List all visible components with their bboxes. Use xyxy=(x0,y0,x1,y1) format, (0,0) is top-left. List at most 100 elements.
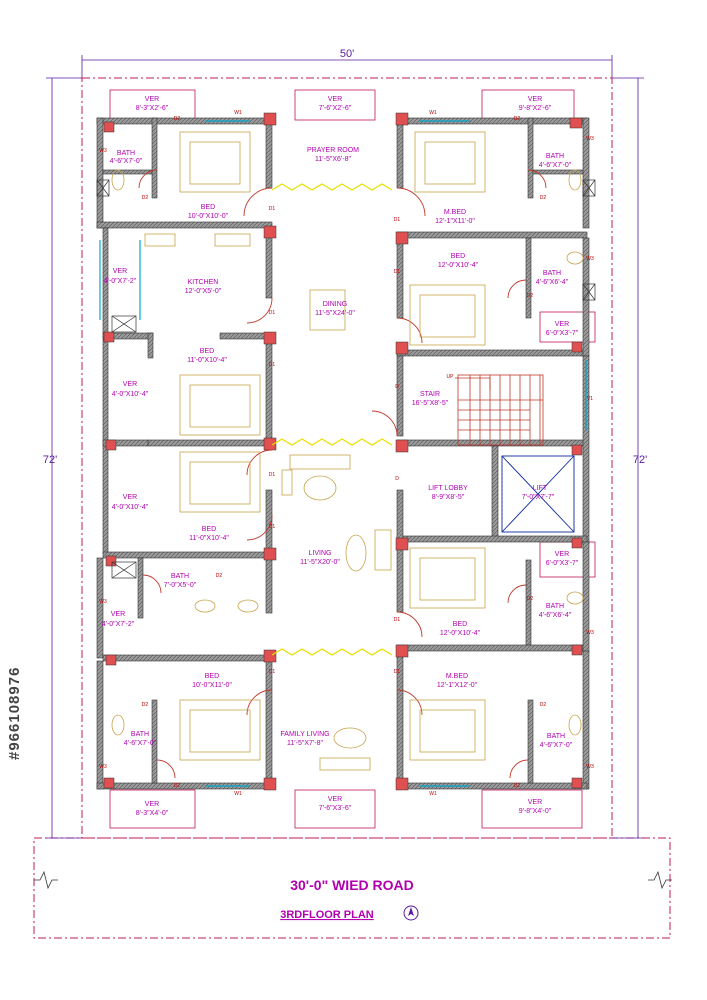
dimension-depth-left: 72' xyxy=(43,454,57,466)
kitchen-name: KITCHEN xyxy=(188,279,219,286)
ver-top-center-name: VER xyxy=(328,96,342,103)
partition-zigzags xyxy=(271,183,393,656)
columns xyxy=(103,112,583,791)
tag-d2: D2 xyxy=(174,783,181,789)
ver-left-3-name: VER xyxy=(123,494,137,501)
tag-w3: W3 xyxy=(586,630,594,636)
ver-left-1-size: 4'-0"X7'-2" xyxy=(104,278,137,285)
ver-left-4-name: VER xyxy=(111,611,125,618)
tag-w3: W3 xyxy=(586,136,594,142)
plot-boundary xyxy=(81,77,613,839)
dining-name: DINING xyxy=(323,301,348,308)
bath-right-1-size: 4'-6"X6'-4" xyxy=(536,279,569,286)
tag-d1: D1 xyxy=(394,217,401,223)
ver-top-left-name: VER xyxy=(145,96,159,103)
north-arrow-icon xyxy=(403,905,419,921)
bed-bottom-left-name: BED xyxy=(205,673,219,680)
tag-d2: D2 xyxy=(527,293,534,299)
ver-bottom-left-name: VER xyxy=(145,801,159,808)
bed-bottom-left-size: 10'-0"X11'-0" xyxy=(192,682,232,689)
prayer-room-name: PRAYER ROOM xyxy=(307,147,359,154)
ver-left-4-size: 4'-0"X7'-2" xyxy=(102,621,135,628)
bed-top-left-size: 10'-0"X10'-0" xyxy=(188,213,229,220)
tag-d2: D2 xyxy=(216,573,223,579)
tag-d1: D1 xyxy=(394,617,401,623)
family-living-size: 11'-5"X7'-8" xyxy=(287,740,323,747)
tag-d2: D2 xyxy=(514,783,521,789)
tag-w1: W1 xyxy=(234,791,242,797)
plan-title: 3RDFLOOR PLAN xyxy=(280,909,374,921)
ducts xyxy=(96,179,596,579)
verandah-outlines xyxy=(109,89,596,829)
bed-right-1-size: 12'-0"X10'-4" xyxy=(438,262,479,269)
ver-top-center-size: 7'-6"X2'-6" xyxy=(319,105,352,112)
ver-bottom-left-size: 8'-3"X4'-0" xyxy=(136,810,169,817)
road-label: 30'-0" WIED ROAD xyxy=(290,877,414,893)
ver-right-2-size: 6'-0"X3'-7" xyxy=(546,560,579,567)
ver-bottom-right-size: 9'-8"X4'-0" xyxy=(519,808,552,815)
lift-size: 7'-0"X7'-7" xyxy=(522,494,555,501)
tag-d1: D1 xyxy=(269,472,276,478)
dining-size: 11'-5"X24'-0" xyxy=(315,310,355,317)
ver-left-2-name: VER xyxy=(123,381,137,388)
ver-left-1-name: VER xyxy=(113,268,127,275)
tag-d2: D2 xyxy=(540,195,547,201)
ver-top-right-size: 9'-8"X2'-6" xyxy=(519,105,552,112)
break-marks xyxy=(34,870,672,890)
bath-bottom-left-size: 4'-6"X7'-0" xyxy=(124,740,157,747)
tag-d2: D2 xyxy=(540,702,547,708)
bath-top-left-size: 4'-6"X7'-0" xyxy=(110,158,143,165)
bath-bottom-right-name: BATH xyxy=(547,733,565,740)
tag-d2: D2 xyxy=(514,116,521,122)
tag-w1: W1 xyxy=(429,110,437,116)
walls xyxy=(96,117,590,790)
bed-right-1-name: BED xyxy=(451,253,465,260)
lift-lobby-size: 8'-9"X8'-5" xyxy=(432,494,465,501)
ver-top-right-name: VER xyxy=(528,96,542,103)
tag-d2: D2 xyxy=(142,195,149,201)
mbed-bottom-right-name: M.BED xyxy=(446,673,468,680)
tag-w1: W1 xyxy=(429,791,437,797)
dimension-width: 50' xyxy=(340,48,354,60)
bath-left-2-size: 7'-0"X5'-0" xyxy=(164,582,197,589)
tag-w3: W3 xyxy=(586,764,594,770)
bath-top-left-name: BATH xyxy=(117,150,135,157)
bed-right-2-name: BED xyxy=(453,621,467,628)
tag-d: D xyxy=(395,384,399,390)
bed-left-3-name: BED xyxy=(202,526,216,533)
ver-top-left-size: 8'-3"X2'-6" xyxy=(136,105,169,112)
tag-w3: W3 xyxy=(586,256,594,262)
bed-right-2-size: 12'-0"X10'-4" xyxy=(440,630,481,637)
tag-d1: D1 xyxy=(269,206,276,212)
bed-top-left-name: BED xyxy=(201,204,215,211)
mbed-top-right-size: 12'-1"X11'-0" xyxy=(435,218,475,225)
lift-lobby-name: LIFT LOBBY xyxy=(428,485,468,492)
opening-tags: D1 D1 D1 D1 D1 D1 D1 D1 D1 D1 D2 D2 D2 D… xyxy=(99,110,594,797)
kitchen-size: 12'-0"X5'-0" xyxy=(185,288,222,295)
tag-w3: W3 xyxy=(99,148,107,154)
bath-top-right-name: BATH xyxy=(546,153,564,160)
tag-d1: D1 xyxy=(269,310,276,316)
tag-d1: D1 xyxy=(394,269,401,275)
windows xyxy=(99,120,587,787)
mbed-bottom-right-size: 12'-1"X12'-0" xyxy=(437,682,478,689)
living-name: LIVING xyxy=(309,550,332,557)
stair xyxy=(457,374,544,446)
ver-bottom-center-name: VER xyxy=(328,796,342,803)
ver-bottom-right-name: VER xyxy=(528,799,542,806)
bath-right-2-size: 4'-6"X6'-4" xyxy=(539,612,572,619)
tag-w3: W3 xyxy=(99,599,107,605)
bath-bottom-left-name: BATH xyxy=(131,731,149,738)
ver-bottom-center-size: 7'-6"X3'-6" xyxy=(319,805,352,812)
room-labels: VER 8'-3"X2'-6" VER 7'-6"X2'-6" VER 9'-8… xyxy=(102,96,579,817)
stock-id-watermark: #966108976 xyxy=(6,666,23,760)
ver-right-1-name: VER xyxy=(555,321,569,328)
bed-left-2-size: 11'-0"X10'-4" xyxy=(187,357,227,364)
mbed-top-right-name: M.BED xyxy=(444,209,466,216)
stair-arrow xyxy=(455,377,491,390)
bath-right-1-name: BATH xyxy=(543,270,561,277)
stair-name: STAIR xyxy=(420,391,440,398)
tag-d2: D2 xyxy=(174,116,181,122)
tag-d: D xyxy=(395,476,399,482)
